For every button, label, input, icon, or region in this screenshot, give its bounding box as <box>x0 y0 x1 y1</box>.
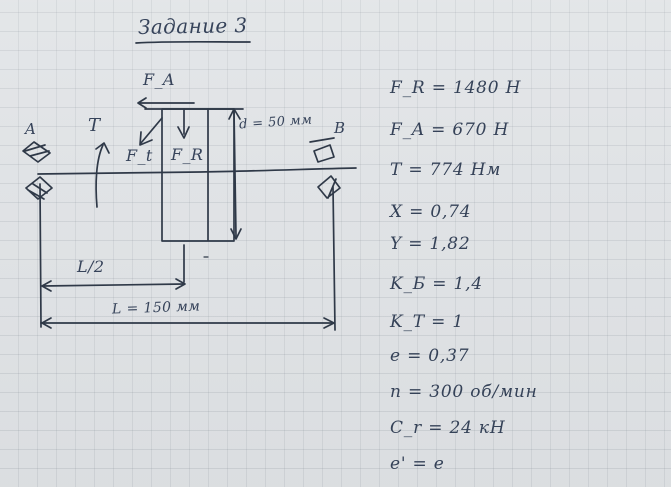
parameter-list: F_R = 1480 Н F_A = 670 Н T = 774 Нм X = … <box>390 70 630 480</box>
length-arrowhead-left <box>41 317 52 329</box>
tangential-force-label: F_t <box>126 146 153 165</box>
torque-arrow <box>95 144 104 208</box>
left-bearing-upper <box>22 141 51 163</box>
parameter-speed: n = 300 об/мин <box>390 382 538 402</box>
parameter-y: Y = 1,82 <box>390 234 471 254</box>
diameter-arrowhead-bottom <box>230 228 242 240</box>
length-label: L = 150 мм <box>111 298 201 318</box>
parameter-torque: T = 774 Нм <box>390 160 502 180</box>
parameter-kb: K_Б = 1,4 <box>390 274 483 294</box>
right-support-line <box>332 186 336 331</box>
shaft-centerline <box>37 167 357 175</box>
radial-force-label: F_R <box>171 145 204 164</box>
torque-label: T <box>88 115 101 136</box>
parameter-kt: K_T = 1 <box>390 312 465 332</box>
parameter-axial-force: F_A = 670 Н <box>390 120 510 140</box>
half-length-arrowhead-left <box>41 280 52 292</box>
left-bearing-lower <box>25 176 53 200</box>
radial-force-arrowhead <box>177 126 190 139</box>
diameter-arrow <box>233 110 237 237</box>
torque-arrowhead <box>95 142 110 154</box>
parameter-e: e = 0,37 <box>390 346 470 366</box>
parameter-cr: C_r = 24 кН <box>390 418 506 438</box>
left-support-line <box>39 183 42 328</box>
half-length-label: L/2 <box>77 257 105 276</box>
tangential-force-arrowhead <box>139 131 153 146</box>
axial-force-label: F_A <box>143 70 175 89</box>
right-bearing-upper <box>309 137 335 163</box>
parameter-radial-force: F_R = 1480 Н <box>390 78 522 98</box>
axial-force-arrowhead <box>137 97 147 109</box>
task-title: Задание 3 <box>137 13 248 39</box>
length-arrowhead-right <box>323 317 335 329</box>
support-b-label: B <box>334 119 346 137</box>
half-length-arrowhead-right <box>175 278 186 290</box>
title-underline <box>135 40 251 44</box>
tangential-force-arrow <box>140 117 163 144</box>
support-a-label: A <box>25 120 37 138</box>
half-length-arrow <box>42 283 185 287</box>
gear-body <box>161 108 235 242</box>
diameter-arrowhead-top <box>228 108 241 120</box>
right-bearing-lower <box>317 175 341 199</box>
parameter-x: X = 0,74 <box>390 202 472 222</box>
parameter-e-prime: e' = e <box>390 454 445 474</box>
